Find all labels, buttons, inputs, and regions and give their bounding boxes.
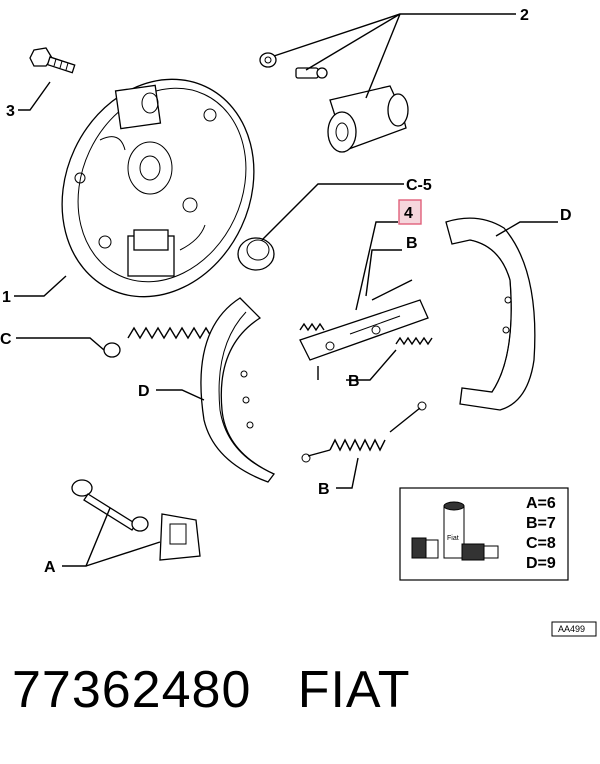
wheel-cylinder	[259, 52, 409, 153]
callout-b-bottom: B	[318, 481, 330, 498]
callout-c: C	[0, 331, 12, 348]
callout-d-left: D	[138, 383, 150, 400]
brake-shoe-left	[200, 297, 276, 483]
callout-2: 2	[520, 7, 529, 24]
parking-brake-lever	[299, 279, 429, 380]
callout-4: 4	[404, 205, 413, 222]
callout-b-mid: B	[348, 373, 360, 390]
hold-down-pin	[71, 479, 149, 532]
callout-b-top: B	[406, 235, 418, 252]
part-number: 77362480	[12, 661, 252, 719]
brake-shoe-right	[445, 217, 536, 411]
callout-d-right: D	[560, 207, 572, 224]
drawing-code-box	[551, 621, 597, 637]
leader-lines	[14, 13, 558, 567]
kit-legend-box: Fiat A=6 B=7 C=8 D=9	[399, 487, 569, 581]
callout-c5: C-5	[406, 177, 432, 194]
kit-brand-text: Fiat	[447, 535, 459, 542]
callout-4-box	[398, 199, 422, 225]
legend-b: B=7	[526, 515, 556, 532]
callout-a: A	[44, 559, 56, 576]
legend-c: C=8	[526, 535, 556, 552]
hold-down-clip	[159, 513, 201, 561]
brand-name: FIAT	[297, 661, 411, 719]
legend-d: D=9	[526, 555, 556, 572]
rubber-cap	[237, 237, 275, 271]
backing-plate	[61, 78, 255, 298]
legend-a: A=6	[526, 495, 556, 512]
callout-3: 3	[6, 103, 15, 120]
spring-b-bottom	[301, 401, 427, 463]
part-number-line: 77362480 FIAT	[12, 664, 411, 716]
callout-1: 1	[2, 289, 11, 306]
drawing-code: AA499	[558, 624, 585, 634]
spring-b-mid	[395, 336, 433, 346]
bolt	[29, 47, 76, 74]
